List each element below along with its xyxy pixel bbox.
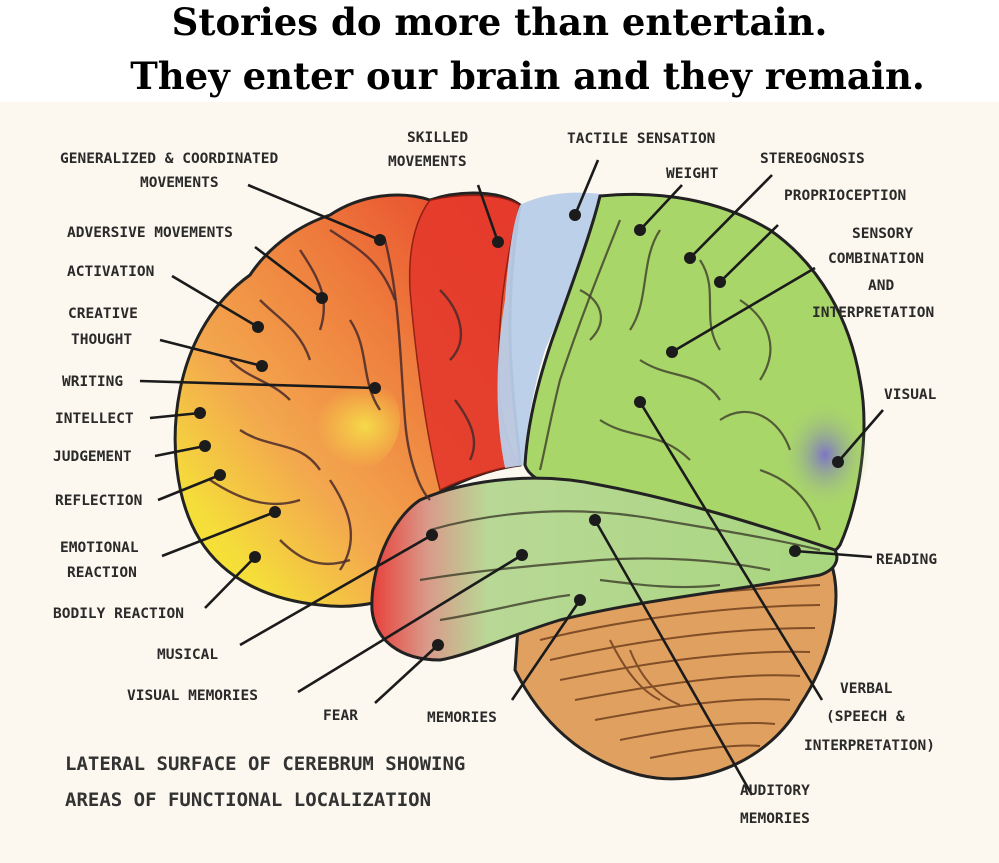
label-visual-memories: VISUAL MEMORIES <box>127 688 258 704</box>
prefrontal-glow <box>260 360 400 480</box>
label-sensory-4: INTERPRETATION <box>812 305 934 321</box>
leader-lines <box>139 159 884 796</box>
temporal-lobe <box>370 476 839 662</box>
label-reflection: REFLECTION <box>55 493 142 509</box>
label-adversive: ADVERSIVE MOVEMENTS <box>67 225 233 241</box>
label-bodily: BODILY REACTION <box>53 606 184 622</box>
caption-line-1: LATERAL SURFACE OF CEREBRUM SHOWING <box>65 753 465 775</box>
label-creative-2: THOUGHT <box>71 332 132 348</box>
label-skilled-2: MOVEMENTS <box>388 154 467 170</box>
label-sensory-3: AND <box>868 278 894 294</box>
label-sensory-1: SENSORY <box>852 226 913 242</box>
temporal-gyri <box>419 510 821 622</box>
label-judgement: JUDGEMENT <box>53 449 132 465</box>
label-visual: VISUAL <box>884 387 937 403</box>
frontal-gyri <box>209 229 476 571</box>
label-skilled-1: SKILLED <box>407 130 468 146</box>
label-memories: MEMORIES <box>427 710 497 726</box>
label-fear: FEAR <box>323 708 358 724</box>
visual-area <box>780 400 870 510</box>
label-intellect: INTELLECT <box>55 411 134 427</box>
label-generalized-2: MOVEMENTS <box>140 175 219 191</box>
label-verbal-3: INTERPRETATION) <box>804 738 935 754</box>
label-proprioception: PROPRIOCEPTION <box>784 188 906 204</box>
label-verbal-1: VERBAL <box>840 681 893 697</box>
label-stereognosis: STEREOGNOSIS <box>760 151 865 167</box>
label-emotional-1: EMOTIONAL <box>60 540 139 556</box>
label-emotional-2: REACTION <box>67 565 137 581</box>
brain-diagram-panel: GENERALIZED & COORDINATED MOVEMENTS SKIL… <box>0 102 999 863</box>
label-auditory-2: MEMORIES <box>740 811 810 827</box>
heading-line-2: They enter our brain and they remain. <box>130 54 925 98</box>
label-verbal-2: (SPEECH & <box>826 709 905 725</box>
label-weight: WEIGHT <box>666 166 719 182</box>
label-tactile: TACTILE SENSATION <box>567 131 715 147</box>
label-sensory-2: COMBINATION <box>828 251 924 267</box>
label-reading: READING <box>876 552 937 568</box>
label-generalized-1: GENERALIZED & COORDINATED <box>60 151 279 167</box>
parietal-gyri <box>538 219 822 531</box>
leader-dots <box>194 209 844 651</box>
heading-line-1: Stories do more than entertain. <box>171 0 828 44</box>
caption-line-2: AREAS OF FUNCTIONAL LOCALIZATION <box>65 789 431 811</box>
label-activation: ACTIVATION <box>67 264 154 280</box>
brain-diagram: GENERALIZED & COORDINATED MOVEMENTS SKIL… <box>53 130 937 827</box>
label-musical: MUSICAL <box>157 647 218 663</box>
label-creative-1: CREATIVE <box>68 306 138 322</box>
sensory-strip <box>497 192 620 469</box>
label-writing: WRITING <box>62 374 123 390</box>
label-auditory-1: AUDITORY <box>740 783 810 799</box>
